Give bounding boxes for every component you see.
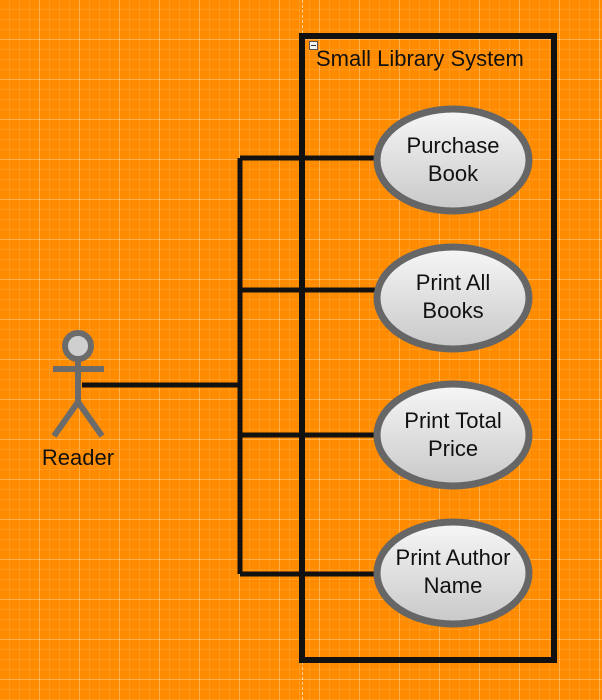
actor-label-reader: Reader <box>41 445 115 470</box>
usecase-label-print-all-books: Print All Books <box>415 270 491 323</box>
system-boundary-title: Small Library System <box>316 46 524 71</box>
usecase-label-print-author-name: Print Author Name <box>395 545 511 598</box>
actor-right-leg <box>75 400 105 438</box>
usecase-print-all-books[interactable] <box>373 243 533 353</box>
actor-head-icon <box>62 330 94 362</box>
usecase-print-total-price[interactable] <box>373 380 533 490</box>
usecase-print-author-name[interactable] <box>373 518 533 628</box>
collapse-toggle-icon[interactable] <box>309 41 318 50</box>
usecase-purchase-book[interactable] <box>373 105 533 215</box>
system-boundary[interactable] <box>299 33 557 663</box>
usecase-label-purchase-book: Purchase Book <box>406 133 500 186</box>
usecase-label-print-total-price: Print Total Price <box>404 408 502 461</box>
actor-reader-figure[interactable] <box>51 330 105 438</box>
actor-left-leg <box>51 400 81 438</box>
association-lines <box>82 155 378 577</box>
